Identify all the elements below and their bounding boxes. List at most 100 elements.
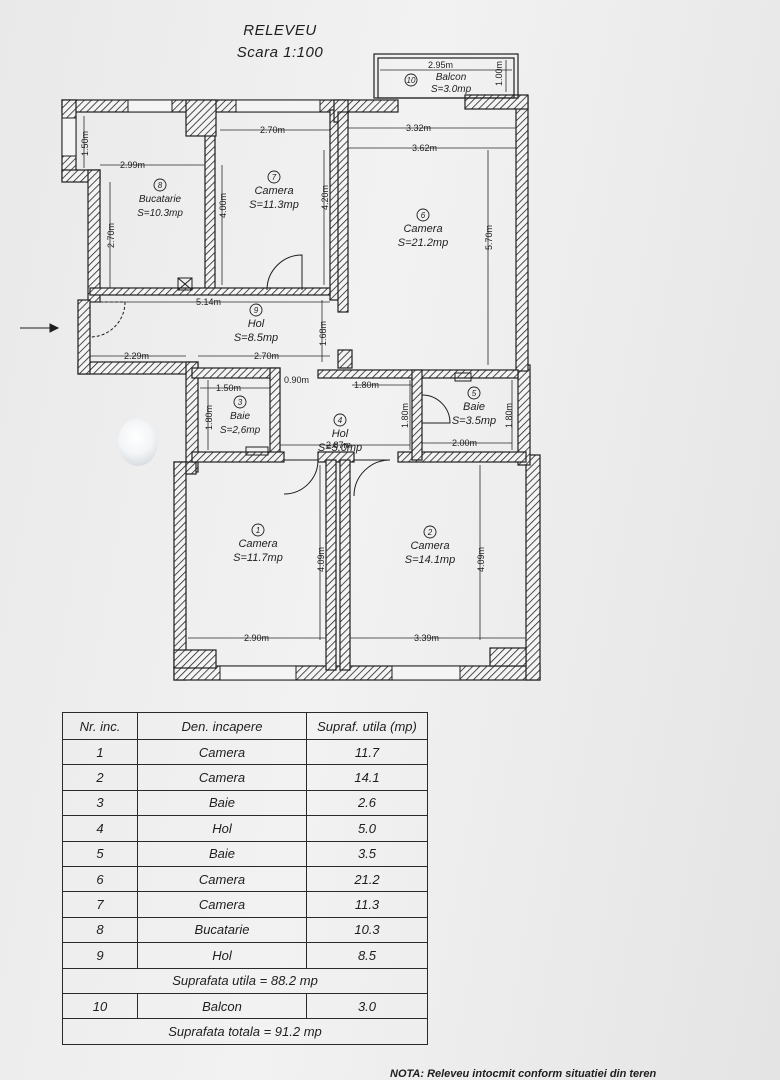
room-area: S=21.2mp <box>398 237 448 249</box>
room-number-circle <box>267 170 281 184</box>
table-cell: Baie <box>137 840 307 867</box>
room-number-circle <box>467 386 481 400</box>
table-cell: 11.7 <box>306 738 428 766</box>
room-number: 10 <box>407 76 416 85</box>
room-name: Hol <box>248 318 265 330</box>
dim-label: 2.70m <box>106 223 116 248</box>
room-name: Hol <box>332 428 349 440</box>
room-area: S=5.0mp <box>318 442 362 454</box>
dimension-lines <box>83 60 526 640</box>
table-cell: 2 <box>62 764 138 791</box>
dim-label: 5.70m <box>484 225 494 250</box>
room-number: 7 <box>272 173 277 182</box>
dim-label: 2.70m <box>260 125 285 135</box>
dim-label: 1.80m <box>204 405 214 430</box>
table-cell: 10 <box>62 992 138 1020</box>
header-cell: Den. incapere <box>137 712 307 740</box>
dim-label: 0.90m <box>284 375 309 385</box>
walls <box>61 94 541 681</box>
dim-label: 4.09m <box>476 547 486 572</box>
table-cell: 11.3 <box>306 891 428 918</box>
dim-label: 4.09m <box>316 547 326 572</box>
subtotal-cell: Suprafata utila = 88.2 mp <box>62 967 428 994</box>
footer-note: NOTA: Releveu intocmit conform situatiei… <box>390 1068 657 1080</box>
table-cell: Baie <box>137 789 307 817</box>
room-area: S=14.1mp <box>405 554 455 566</box>
dim-label: 2.99m <box>120 160 145 170</box>
room-area: S=10.3mp <box>137 208 183 219</box>
dim-label: 1.80m <box>400 403 410 428</box>
room-area: S=2,6mp <box>220 425 261 436</box>
total-cell: Suprafata totala = 91.2 mp <box>62 1018 428 1045</box>
room-number-circle <box>249 303 263 317</box>
table-cell: 3.0 <box>306 992 428 1020</box>
table-cell: 14.1 <box>306 764 428 791</box>
dim-label: 1.50m <box>216 383 241 393</box>
room-number-circle <box>251 523 265 537</box>
room-number-circle <box>333 413 347 427</box>
dim-label: 2.90m <box>244 633 269 643</box>
dim-label: 4.20m <box>320 185 330 210</box>
room-number: 9 <box>254 306 259 315</box>
room-name: Camera <box>403 223 442 235</box>
header-cell: Nr. inc. <box>62 712 138 740</box>
room-name: Camera <box>238 538 277 550</box>
plan-scale: Scara 1:100 <box>236 44 324 61</box>
header-cell: Supraf. utila (mp) <box>306 712 428 740</box>
table-cell: Camera <box>137 764 307 791</box>
table-cell: Hol <box>137 942 307 969</box>
room-number-circle <box>153 178 167 192</box>
table-cell: 6 <box>62 865 138 893</box>
dim-label: 3.39m <box>414 633 439 643</box>
table-cell: 7 <box>62 891 138 918</box>
subtotal-row: Suprafata utila = 88.2 mp <box>62 967 428 994</box>
balcony-row: 10 Balcon 3.0 <box>62 992 428 1020</box>
room-number: 6 <box>421 211 426 220</box>
light-reflection <box>118 418 158 466</box>
table-cell: 4 <box>62 815 138 842</box>
entrance-arrow <box>20 323 60 333</box>
table-cell: Camera <box>137 891 307 918</box>
table-cell: Bucatarie <box>137 916 307 944</box>
table-cell: 5.0 <box>306 815 428 842</box>
table-cell: Camera <box>137 738 307 766</box>
table-cell: 9 <box>62 942 138 969</box>
table-cell: 1 <box>62 738 138 766</box>
table-cell: 3 <box>62 789 138 817</box>
dim-label: 2.29m <box>124 351 149 361</box>
table-cell: 21.2 <box>306 865 428 893</box>
table-cell: 5 <box>62 840 138 867</box>
room-number-circle <box>416 208 430 222</box>
table-cell: 2.6 <box>306 789 428 817</box>
total-row: Suprafata totala = 91.2 mp <box>62 1018 428 1045</box>
dimension-labels: 2.95m 1.00m 2.70m 3.32m 3.62m 1.50m 2.99… <box>80 60 514 643</box>
dim-label: 1.50m <box>80 131 90 156</box>
area-table: Nr. inc. Den. incapere Supraf. utila (mp… <box>62 712 428 1045</box>
dim-label: 2.00m <box>452 438 477 448</box>
table-cell: Camera <box>137 865 307 893</box>
room-number: 4 <box>338 416 343 425</box>
room-number: 8 <box>158 181 163 190</box>
doors <box>89 254 472 497</box>
room-number-circle <box>404 73 418 87</box>
room-name: Bucatarie <box>139 194 182 205</box>
dim-label: 1.80m <box>504 403 514 428</box>
table-cell: 10.3 <box>306 916 428 944</box>
dim-label: 5.14m <box>196 297 221 307</box>
